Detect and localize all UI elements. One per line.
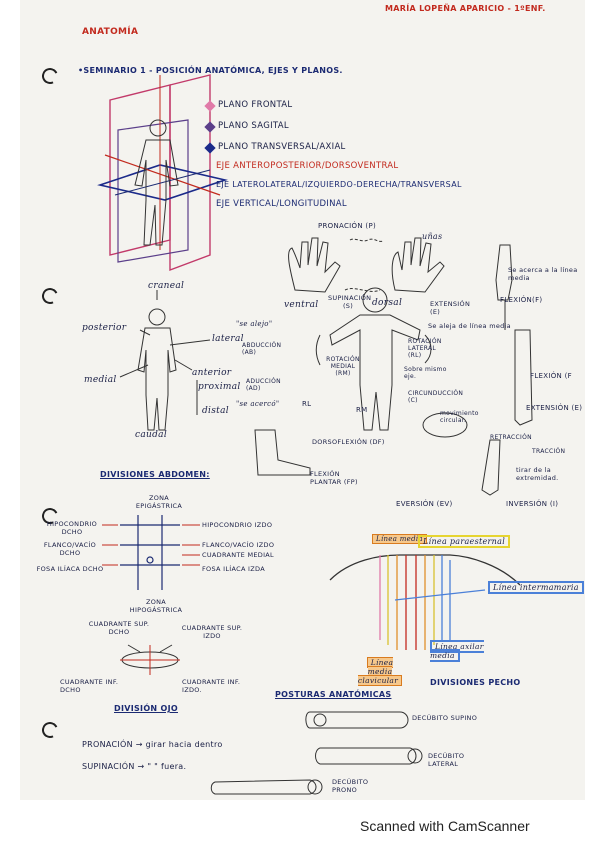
author-name: MARÍA LOPEÑA APARICIO - 1ºENF.	[385, 4, 546, 13]
label-flanco-dcho: FLANCO/VACÍO DCHO	[43, 541, 97, 557]
label-decubito-supino: DECÚBITO SUPINO	[412, 714, 478, 722]
label-inversion: INVERSIÓN (I)	[506, 500, 559, 508]
label-quadrant-sup-dcho: CUADRANTE SUP. DCHO	[88, 620, 150, 636]
label-decubito-lateral: DECÚBITO LATERAL	[428, 752, 465, 768]
label-leg-extension: EXTENSIÓN (E)	[526, 404, 583, 412]
label-linea-clavicular: Línea media clavicular	[356, 657, 404, 686]
label-ventral: ventral	[284, 300, 319, 310]
scanner-watermark: Scanned with CamScanner	[360, 818, 530, 834]
label-se-alejo: "se alejo"	[236, 320, 273, 328]
plane-sagital: PLANO SAGITAL	[218, 121, 289, 131]
note-pronacion: PRONACIÓN → girar hacia dentro	[82, 740, 223, 749]
label-quadrant-inf-dcho: CUADRANTE INF. DCHO	[60, 678, 119, 694]
label-distal: distal	[202, 406, 229, 416]
label-extension: EXTENSIÓN (E)	[430, 300, 471, 316]
label-traccion: TRACCIÓN	[532, 448, 566, 455]
label-decubito-prono: DECÚBITO PRONO	[332, 778, 369, 794]
plane-frontal: PLANO FRONTAL	[218, 100, 293, 110]
label-dorsal: dorsal	[372, 298, 403, 308]
planes-figure	[97, 74, 228, 272]
chest-title: DIVISIONES PECHO	[430, 678, 521, 687]
label-flexion: FLEXIÓN(F)	[500, 296, 543, 304]
label-dorsoflexion: DORSOFLEXIÓN (DF)	[312, 438, 385, 446]
label-zona-epigastrica: ZONA EPIGÁSTRICA	[135, 494, 183, 510]
label-unas: uñas	[422, 232, 443, 241]
eye-title: DIVISIÓN OJO	[114, 704, 178, 713]
section-title: ANATOMÍA	[82, 27, 139, 37]
label-quadrant-inf-izdo: CUADRANTE INF. IZDO.	[182, 678, 241, 694]
label-rl: RL	[302, 400, 312, 408]
label-hipocondrio-dcho: HIPOCONDRIO DCHO	[46, 520, 98, 536]
anatomy-illustrations	[97, 74, 533, 795]
label-se-aleja: Se aleja de línea media	[428, 322, 511, 330]
label-caudal: caudal	[135, 430, 168, 440]
label-quadrant-sup-izdo: CUADRANTE SUP. IZDO	[181, 624, 243, 640]
label-fosa-izda: FOSA ILÍACA IZDA	[202, 565, 265, 573]
label-zona-hipogastrica: ZONA HIPOGÁSTRICA	[129, 598, 183, 614]
axis-laterolateral: EJE LATEROLATERAL/IZQUIERDO-DERECHA/TRAN…	[216, 180, 462, 189]
abdomen-title: DIVISIONES ABDOMEN:	[100, 470, 210, 479]
label-eversion: EVERSIÓN (EV)	[396, 500, 453, 508]
axis-vertical: EJE VERTICAL/LONGITUDINAL	[216, 199, 347, 209]
label-leg-flexion: FLEXIÓN (F	[530, 372, 572, 380]
label-se-acerca: Se acerca a la línea media	[508, 266, 578, 282]
label-fosa-dcha: FOSA ILÍACA DCHO	[36, 565, 104, 573]
label-linea-paraesternal: Línea paraesternal	[418, 535, 511, 548]
label-rm: RM	[356, 406, 368, 414]
seminar-title: •SEMINARIO 1 - POSICIÓN ANATÓMICA, EJES …	[78, 66, 343, 75]
label-lateral: lateral	[212, 334, 244, 344]
label-flanco-izdo: FLANCO/VACÍO IZDO	[202, 541, 275, 549]
label-rotacion-lateral: ROTACIÓN LATERAL (RL)	[408, 338, 442, 359]
label-flexion-plantar: FLEXIÓN PLANTAR (FP)	[310, 470, 358, 486]
label-sobre-eje: Sobre mismo eje.	[404, 366, 447, 380]
label-linea-axilar: Línea axilar media	[430, 640, 484, 662]
axis-anteroposterior: EJE ANTEROPOSTERIOR/DORSOVENTRAL	[216, 161, 399, 171]
label-hipocondrio-izdo: HIPOCONDRIO IZDO	[202, 521, 273, 529]
postures-title: POSTURAS ANATÓMICAS	[275, 690, 392, 699]
label-supinacion: SUPINACIÓN (S)	[328, 294, 372, 310]
label-linea-intermamaria: Línea intermamaria	[488, 581, 584, 594]
label-medial: medial	[84, 375, 117, 385]
label-rotacion-medial: ROTACIÓN MEDIAL (RM)	[326, 356, 360, 377]
label-anterior: anterior	[192, 368, 232, 378]
label-movimiento-circular: movimiento circular.	[440, 410, 479, 424]
label-pronacion: PRONACIÓN (P)	[318, 222, 377, 230]
label-retraccion: RETRACCIÓN	[490, 434, 532, 441]
label-posterior: posterior	[82, 323, 127, 333]
label-craneal: craneal	[148, 281, 185, 291]
label-cuadrante-medial: CUADRANTE MEDIAL	[202, 551, 274, 559]
label-proximal: proximal	[198, 382, 241, 392]
note-supinacion: SUPINACIÓN → " " fuera.	[82, 762, 187, 771]
label-circunduccion: CIRCUNDUCCIÓN (C)	[408, 390, 464, 404]
label-abduccion: ABDUCCIÓN (AB)	[242, 342, 282, 356]
label-se-acerco: "se acercó"	[236, 400, 280, 408]
label-linea-media: Línea media	[372, 534, 427, 544]
label-aduccion: ADUCCIÓN (AD)	[246, 378, 281, 392]
plane-transversal: PLANO TRANSVERSAL/AXIAL	[218, 142, 346, 152]
label-tirar: tirar de la extremidad.	[516, 466, 559, 482]
notebook-page: MARÍA LOPEÑA APARICIO - 1ºENF. ANATOMÍA …	[20, 0, 585, 800]
